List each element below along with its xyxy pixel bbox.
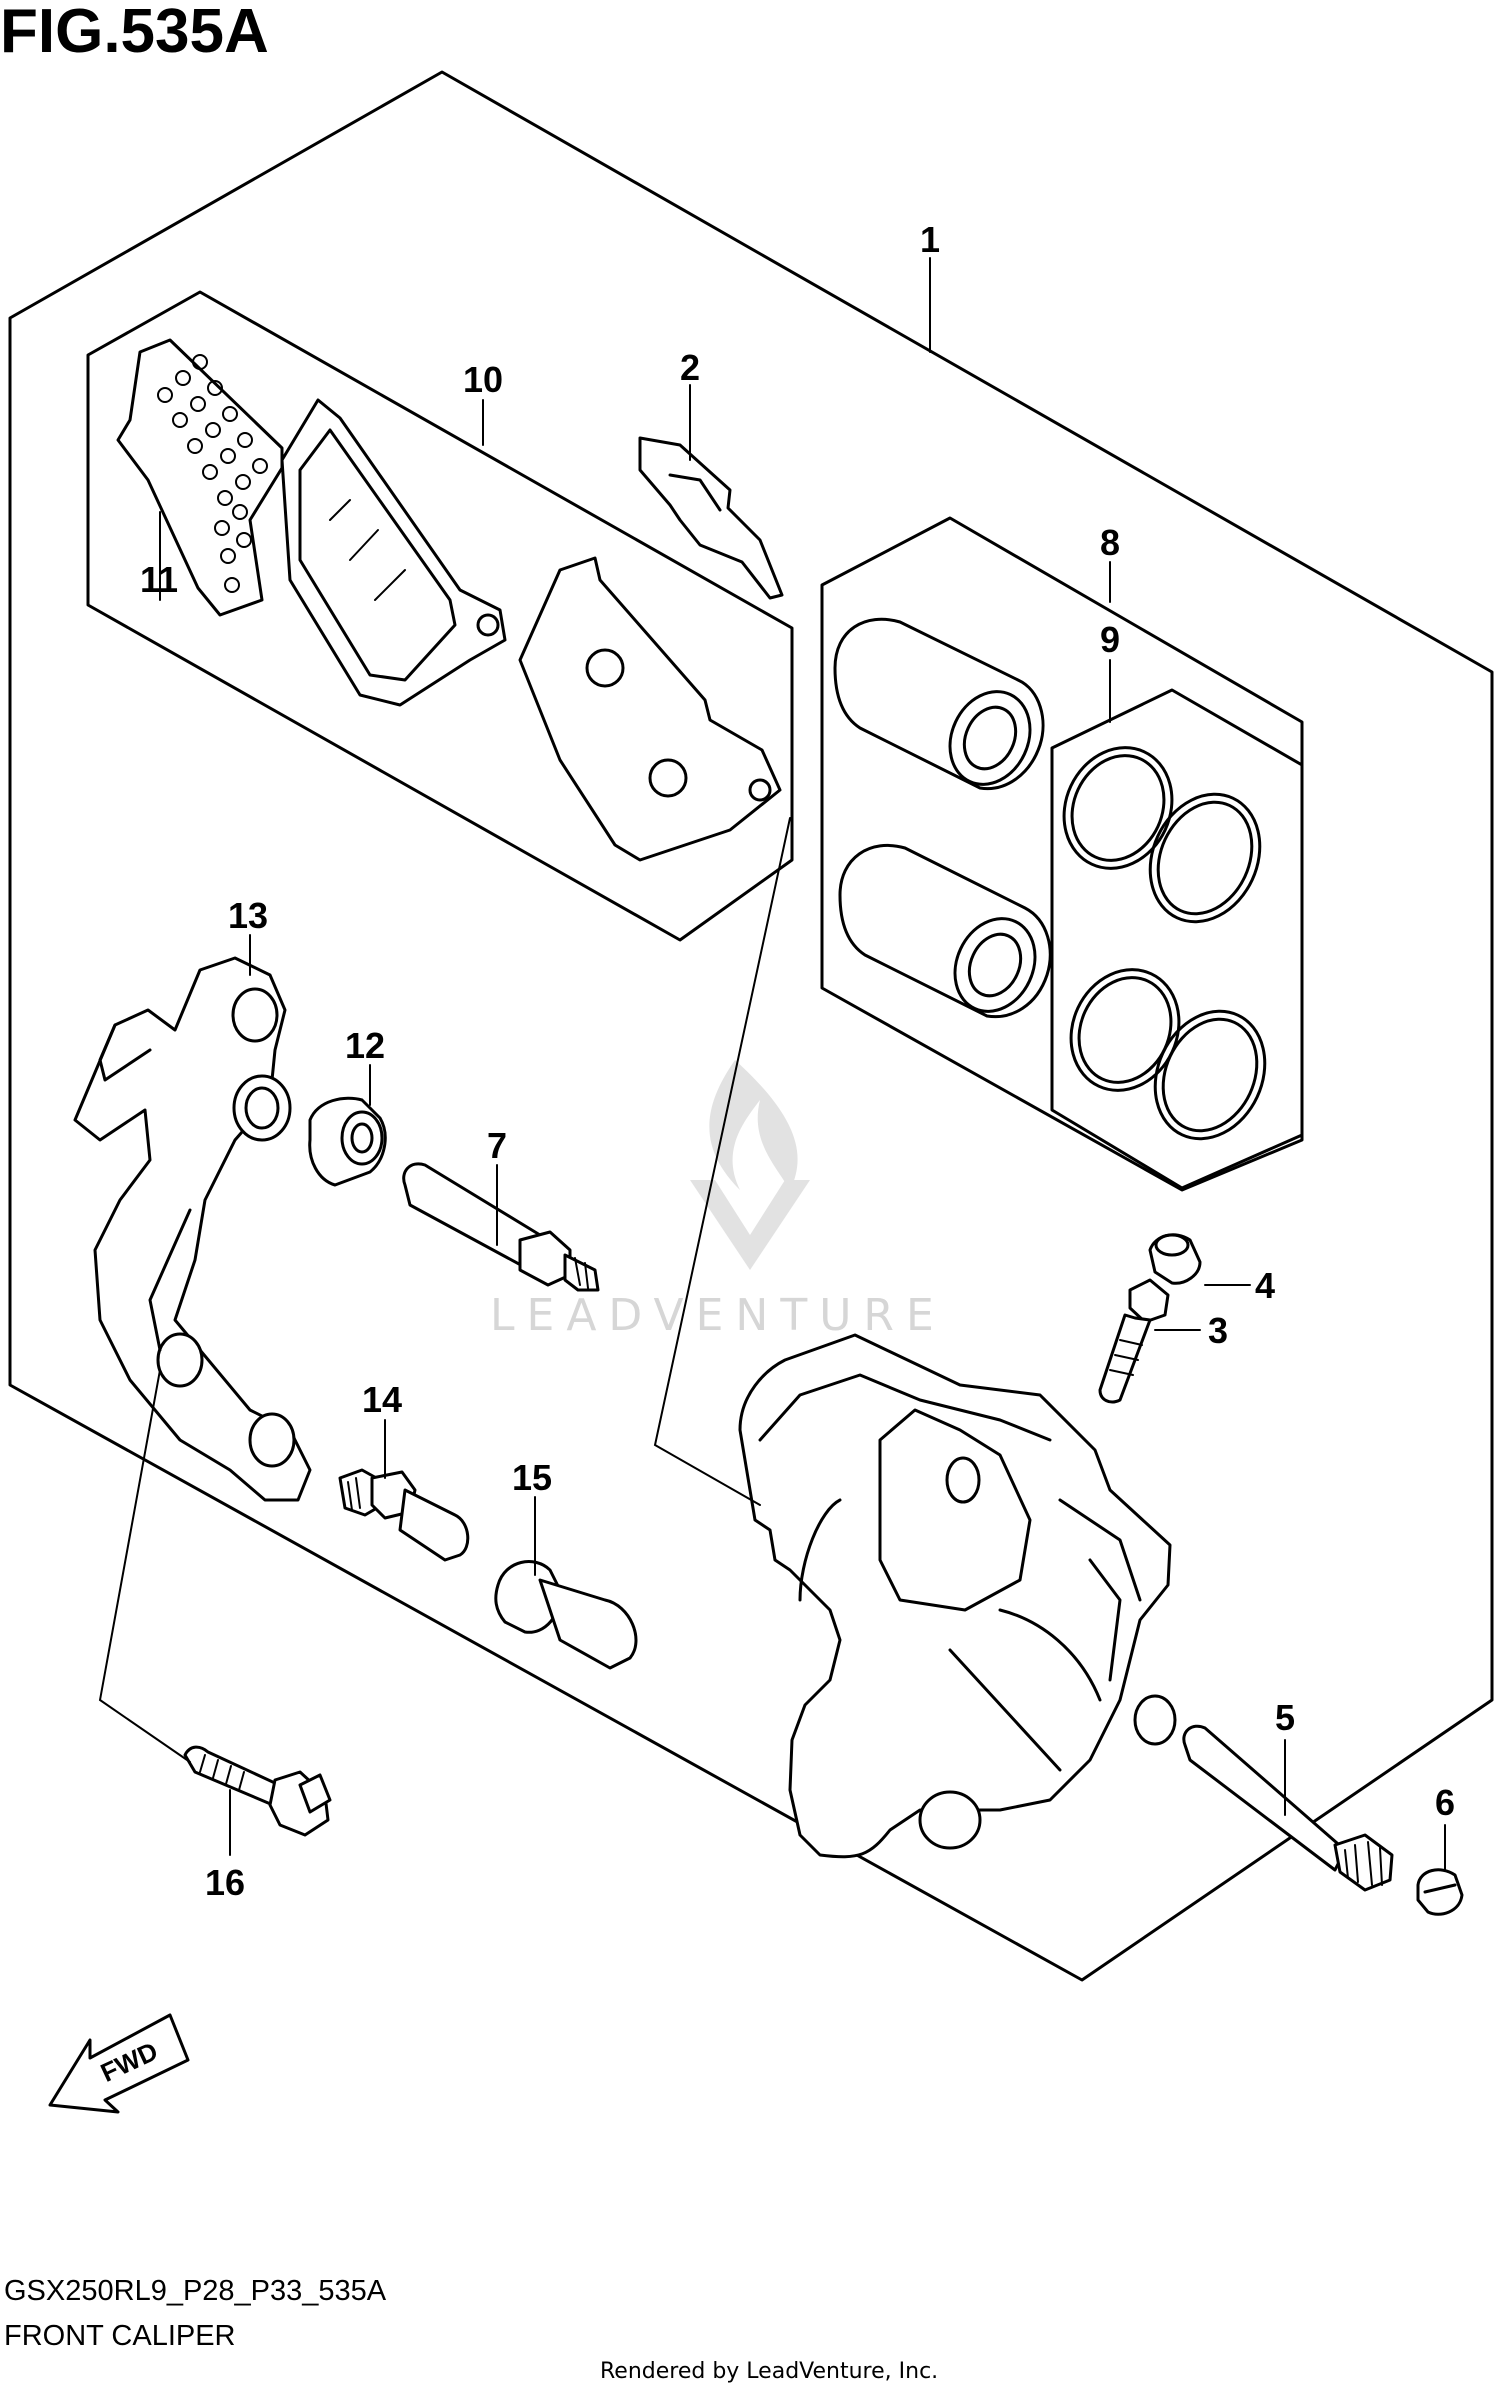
fwd-arrow-icon: FWD [48,2013,190,2114]
caliper-bolt [494,1560,638,1670]
slide-pin-upper [402,1162,600,1292]
watermark: LEADVENTURE [490,1060,946,1341]
figure-name: FRONT CALIPER [4,2320,236,2352]
caliper-body [738,1333,1177,1859]
caliper-bracket [73,956,312,1502]
slide-pin-lower [338,1468,470,1562]
callout-1: 1 [920,219,940,260]
callout-7: 7 [487,1125,507,1166]
callout-15: 15 [512,1457,552,1498]
callout-16: 16 [205,1862,245,1903]
callout-4: 4 [1255,1265,1275,1306]
boot [308,1096,387,1187]
pad-pin [1182,1724,1394,1892]
piston-upper [833,617,1045,791]
piston-seals [1062,746,1267,1141]
brake-pad-front [280,398,507,707]
callout-5: 5 [1275,1697,1295,1738]
callout-9: 9 [1100,619,1120,660]
assembly-box-outline [8,70,1494,1982]
bleeder-cap [1148,1233,1202,1285]
bracket-mounting-bolt [183,1745,332,1837]
callout-8: 8 [1100,522,1120,563]
pad-pin-plug [1416,1868,1464,1916]
pad-spring [638,436,784,600]
callout-10: 10 [463,359,503,400]
callout-leaders [159,257,1446,1871]
assembly-guide-lines [98,817,791,1763]
callout-3: 3 [1208,1310,1228,1351]
callout-6: 6 [1435,1782,1455,1823]
seal-box [1050,688,1304,1190]
brake-pad-rear [518,556,782,862]
callout-11: 11 [140,559,178,600]
callout-14: 14 [362,1379,402,1420]
watermark-text: LEADVENTURE [490,1290,946,1341]
piston-lower [838,843,1052,1019]
callout-12: 12 [345,1025,385,1066]
pad-shim [116,338,284,617]
render-credit: Rendered by LeadVenture, Inc. [600,2359,938,2384]
callout-2: 2 [680,347,700,388]
callout-13: 13 [228,895,268,936]
figure-code: GSX250RL9_P28_P33_535A [4,2275,387,2307]
pad-set-box [86,290,794,942]
piston-box [820,516,1304,1192]
bleeder-screw [1098,1278,1170,1404]
figure-title: FIG.535A [0,0,269,66]
